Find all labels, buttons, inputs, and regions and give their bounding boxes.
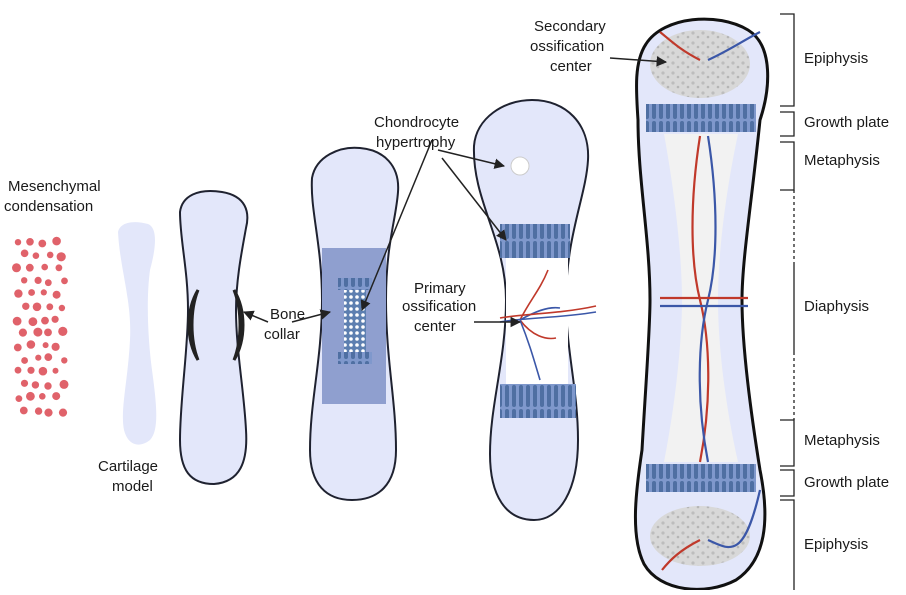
mesenchymal-cell	[52, 392, 60, 400]
mesenchymal-cell	[21, 380, 28, 387]
mesenchymal-cell	[47, 252, 54, 259]
mesenchymal-cell	[22, 303, 29, 310]
mesenchymal-cell	[44, 382, 51, 389]
growth-plate-top	[646, 104, 756, 132]
label-cartilage-line2: model	[112, 478, 153, 495]
mesenchymal-cell	[46, 303, 53, 310]
mesenchymal-cell	[27, 340, 36, 349]
bone-collar-stage	[180, 191, 247, 484]
mesenchymal-cell	[35, 407, 42, 414]
secondary-ossification-top	[650, 30, 750, 98]
mesenchymal-condensation	[12, 237, 69, 417]
mesenchymal-cell	[15, 367, 22, 374]
label-secondary-line2: ossification	[530, 38, 604, 55]
mesenchymal-cell	[41, 264, 48, 271]
mesenchymal-cell	[59, 409, 67, 417]
mesenchymal-cell	[35, 277, 42, 284]
mesenchymal-cell	[39, 367, 48, 376]
mesenchymal-cell	[13, 317, 22, 326]
label-primary-line1: Primary	[414, 280, 466, 297]
mesenchymal-cell	[53, 368, 59, 374]
zone-brackets	[780, 14, 794, 590]
mesenchymal-cell	[33, 303, 42, 312]
mesenchymal-cell	[29, 317, 38, 326]
mesenchymal-cell	[21, 250, 29, 258]
label-mesenchymal-line2: condensation	[4, 198, 93, 215]
mesenchymal-cell	[33, 252, 40, 259]
mesenchymal-cell	[44, 409, 52, 417]
mesenchymal-cell	[26, 238, 34, 246]
mesenchymal-cell	[21, 277, 27, 283]
mesenchymal-cell	[27, 367, 34, 374]
mesenchymal-cell	[28, 289, 35, 296]
mesenchymal-cell	[60, 380, 69, 389]
growth-plate-upper	[500, 224, 570, 258]
hypertrophy-stage	[310, 148, 398, 500]
mesenchymal-cell	[52, 237, 61, 246]
label-chondro-line1: Chondrocyte	[374, 114, 459, 131]
label-primary-line3: center	[414, 318, 456, 335]
mesenchymal-cell	[57, 252, 66, 261]
mesenchymal-cell	[20, 407, 28, 415]
mesenchymal-cell	[14, 344, 22, 352]
growth-plate-lower	[500, 384, 576, 418]
mesenchymal-cell	[43, 342, 49, 348]
label-mesenchymal-line1: Mesenchymal	[8, 178, 101, 195]
cartilage-model	[118, 222, 156, 445]
mesenchymal-cell	[15, 239, 21, 245]
zone-growth-plate-top: Growth plate	[804, 114, 889, 131]
mesenchymal-cell	[33, 328, 42, 337]
label-cartilage-line1: Cartilage	[98, 458, 158, 475]
mesenchymal-cell	[61, 357, 67, 363]
zone-metaphysis-bottom: Metaphysis	[804, 432, 880, 449]
label-secondary-line1: Secondary	[534, 18, 606, 35]
label-bone-collar-line2: collar	[264, 326, 300, 343]
mesenchymal-cell	[53, 291, 61, 299]
mesenchymal-cell	[52, 343, 60, 351]
zone-epiphysis-bottom: Epiphysis	[804, 536, 868, 553]
label-bone-collar-line1: Bone	[270, 306, 305, 323]
mesenchymal-cell	[58, 327, 67, 336]
mesenchymal-cell	[38, 240, 46, 248]
mesenchymal-cell	[56, 264, 63, 271]
mesenchymal-cell	[19, 329, 27, 337]
mesenchymal-cell	[32, 381, 39, 388]
mesenchymal-cell	[41, 289, 47, 295]
mesenchymal-cell	[16, 395, 23, 402]
mesenchymal-cell	[26, 264, 34, 272]
label-chondro-line2: hypertrophy	[376, 134, 455, 151]
mesenchymal-cell	[39, 393, 46, 400]
hypertrophic-chondrocytes	[344, 288, 366, 354]
mesenchymal-cell	[35, 355, 41, 361]
secondary-ossification-bottom	[650, 506, 750, 566]
mesenchymal-cell	[59, 305, 65, 311]
growth-plate-bottom	[646, 464, 756, 492]
label-primary-line2: ossification	[402, 298, 476, 315]
mesenchymal-cell	[14, 289, 22, 297]
mesenchymal-cell	[26, 392, 35, 401]
mesenchymal-cell	[44, 329, 52, 337]
mesenchymal-cell	[44, 353, 52, 361]
mesenchymal-cell	[52, 316, 59, 323]
mesenchymal-cell	[12, 263, 21, 272]
label-secondary-line3: center	[550, 58, 592, 75]
mesenchymal-cell	[41, 317, 49, 325]
mature-bone	[635, 19, 767, 589]
mesenchymal-cell	[45, 279, 52, 286]
mesenchymal-cell	[21, 357, 28, 364]
zone-diaphysis: Diaphysis	[804, 298, 869, 315]
zone-growth-plate-bottom: Growth plate	[804, 474, 889, 491]
zone-metaphysis-top: Metaphysis	[804, 152, 880, 169]
zone-epiphysis-top: Epiphysis	[804, 50, 868, 67]
mesenchymal-cell	[61, 278, 68, 285]
